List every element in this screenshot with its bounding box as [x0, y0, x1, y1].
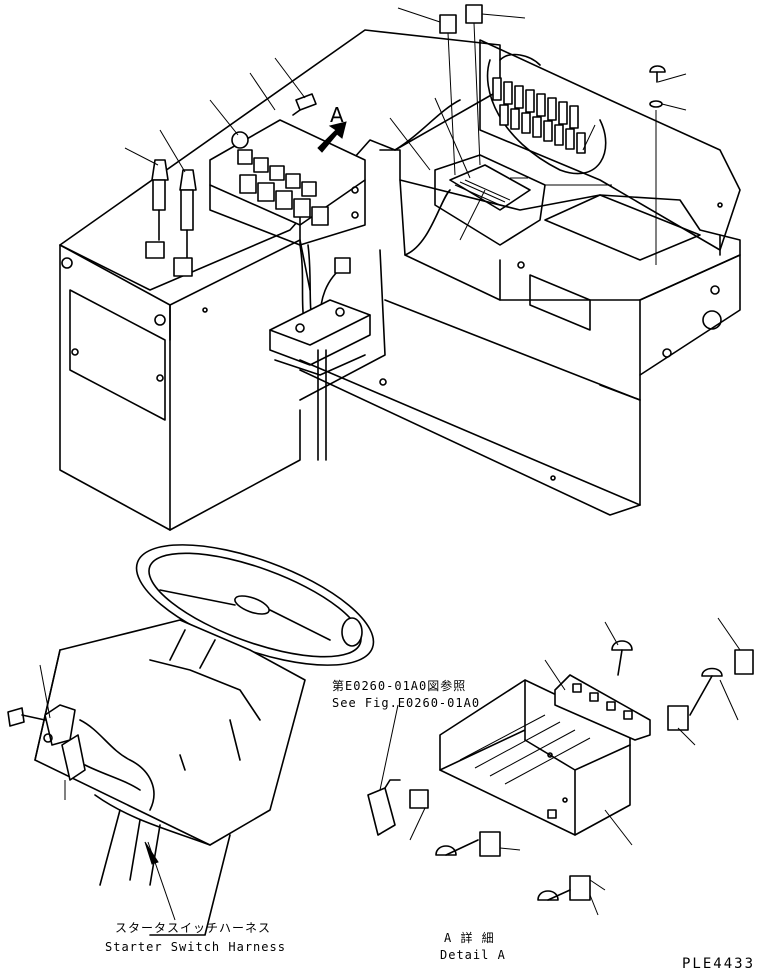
steering-column-assembly: [7, 544, 375, 936]
knob-right: [173, 169, 197, 277]
indicator-window: [529, 274, 591, 331]
dashboard-assembly: A: [59, 4, 741, 531]
spinner-knob: [341, 617, 363, 647]
fuse-cover: [479, 39, 741, 251]
connector: [334, 257, 351, 274]
front-panel: [299, 359, 641, 506]
starter-switch: [7, 704, 155, 811]
harness-label-en: Starter Switch Harness: [105, 940, 286, 954]
fuse-rack: [492, 77, 586, 154]
starter-key-switch: [231, 131, 249, 149]
callout-ref-en: See Fig.E0260-01A0: [332, 696, 480, 710]
drawing-code: PLE4433: [682, 956, 755, 972]
inspection-plate: [69, 289, 166, 421]
steering-column-housing: [34, 619, 306, 846]
detail-a-assembly: [367, 617, 754, 916]
callout-ref-jp: 第E0260-01A0図参照: [332, 678, 466, 693]
right-dash-block: [379, 149, 741, 401]
harness-label-jp: スタータスイッチハーネス: [115, 921, 271, 935]
view-arrow-a: [317, 121, 347, 153]
view-marker: A: [330, 103, 344, 127]
knob-left: [145, 159, 169, 259]
lower-column: [99, 809, 231, 936]
detail-label-jp: A 詳 細: [444, 930, 495, 945]
harness-bracket: [269, 299, 371, 346]
detail-label-en: Detail A: [440, 948, 506, 962]
switch-panel: [209, 119, 366, 246]
relay-set: [367, 649, 754, 901]
console-left-side: [59, 244, 171, 531]
